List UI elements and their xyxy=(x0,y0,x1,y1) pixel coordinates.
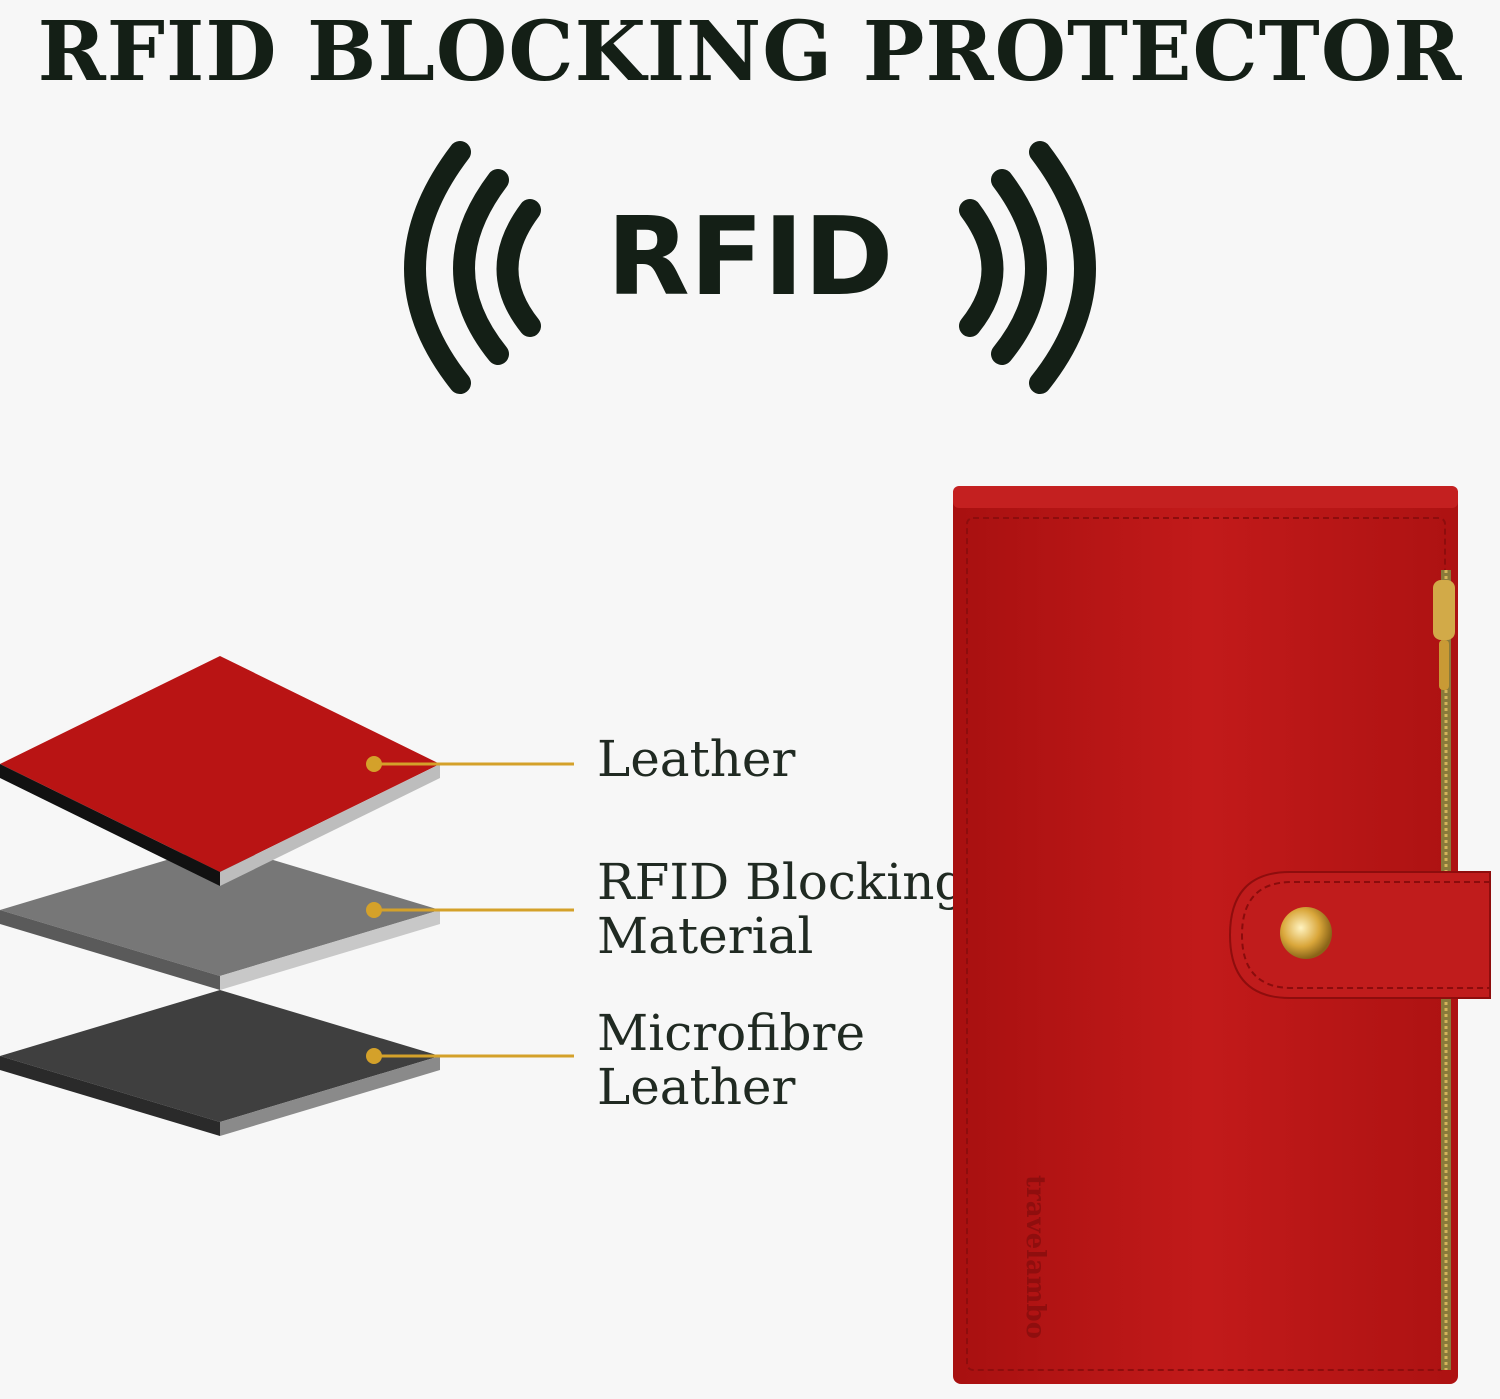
leader-dot-microfibre xyxy=(366,1048,382,1064)
label-line: Material xyxy=(597,907,814,965)
zipper-pull-icon xyxy=(1433,580,1455,640)
label-line: Microfibre xyxy=(597,1004,866,1062)
leader-dot-rfid xyxy=(366,902,382,918)
wallet-image: travelambo xyxy=(953,486,1491,1384)
signal-wave-right-outer xyxy=(1029,141,1096,394)
rfid-badge-text: RFID xyxy=(606,195,894,320)
wallet-strap xyxy=(1228,871,1491,999)
wallet-body xyxy=(953,486,1458,1384)
label-rfid-blocking-material: RFID Blocking Material xyxy=(597,855,966,963)
label-microfibre-leather: Microfibre Leather xyxy=(597,1006,865,1114)
layer-rfid-material xyxy=(0,844,440,990)
snap-button-icon xyxy=(1280,907,1332,959)
signal-wave-left-outer xyxy=(404,141,471,394)
rfid-signal-icon xyxy=(404,141,1096,394)
wallet-brand-emboss: travelambo xyxy=(1020,1175,1050,1339)
label-leather: Leather xyxy=(597,732,795,786)
leader-dot-leather xyxy=(366,756,382,772)
signal-wave-right-inner xyxy=(959,199,1004,337)
material-layers-illustration xyxy=(0,656,574,1136)
label-line: Leather xyxy=(597,1058,796,1116)
signal-wave-left-middle xyxy=(453,169,509,365)
label-line: Leather xyxy=(597,730,796,788)
signal-wave-left-inner xyxy=(496,199,541,337)
label-line: RFID Blocking xyxy=(597,853,967,911)
signal-wave-right-middle xyxy=(991,169,1047,365)
layer-microfibre xyxy=(0,990,440,1136)
page-title: RFID BLOCKING PROTECTOR xyxy=(37,4,1463,100)
layer-leather xyxy=(0,656,440,886)
